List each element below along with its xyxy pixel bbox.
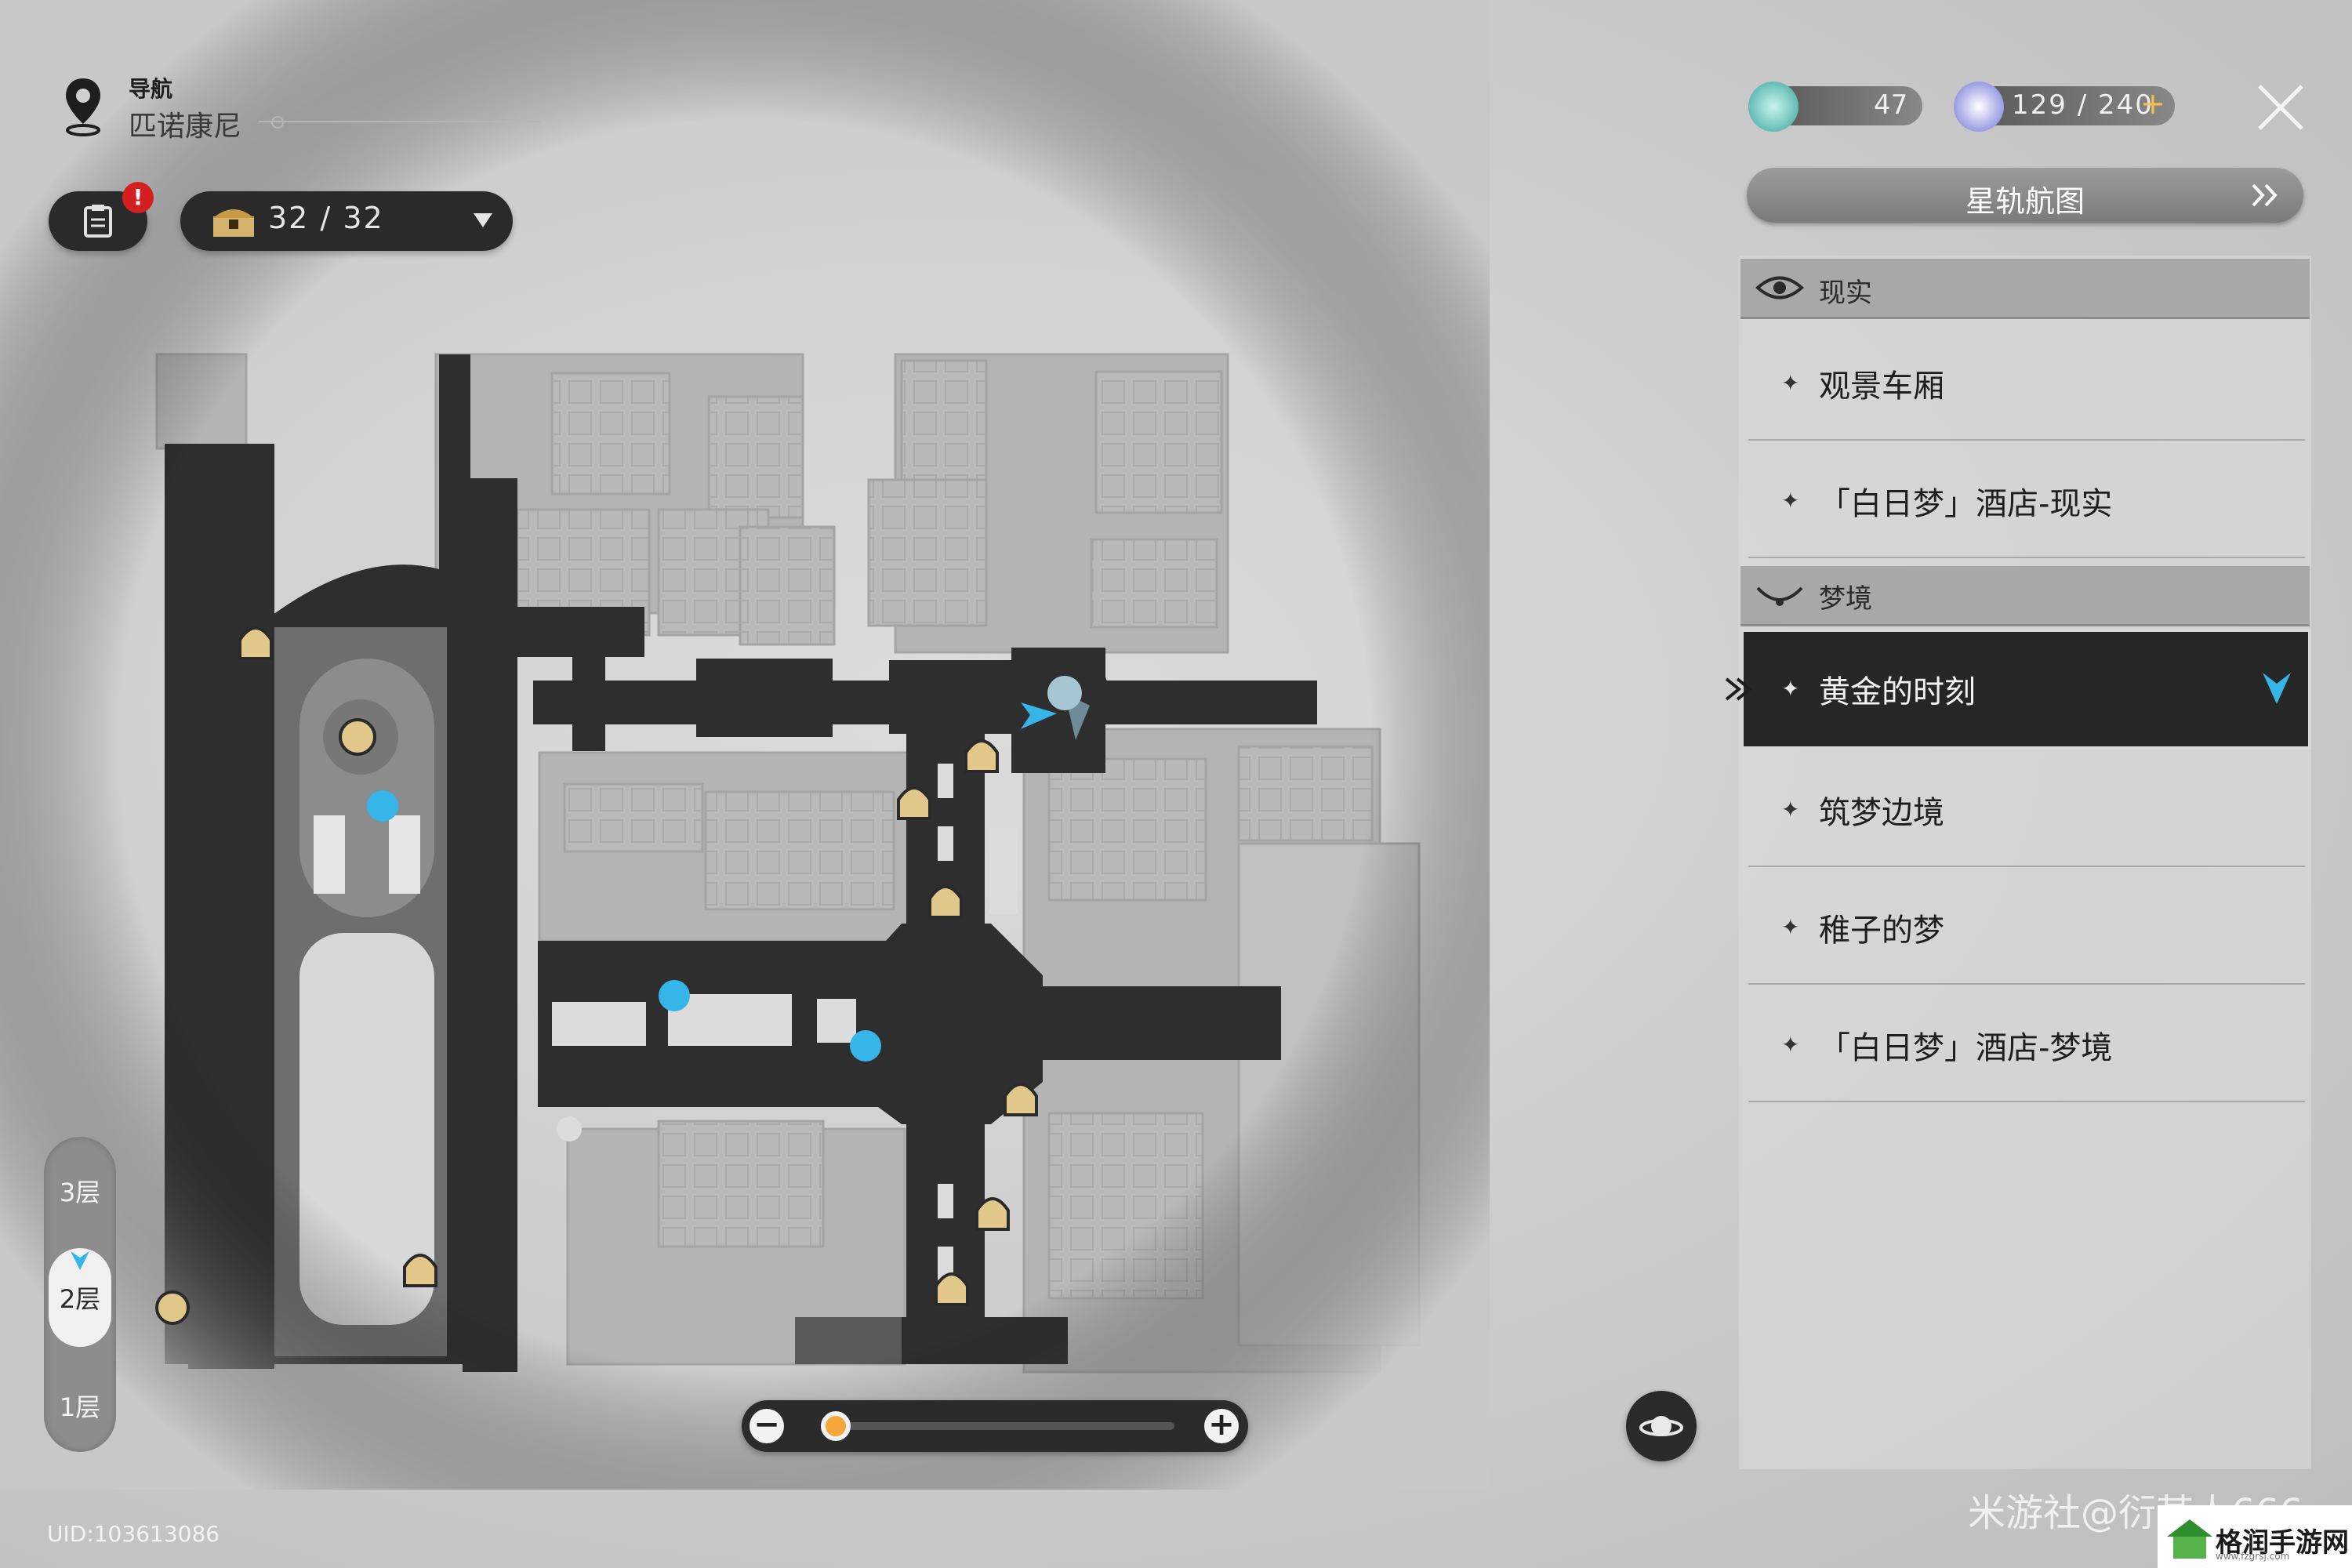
trailblaze-power-counter[interactable] (1976, 86, 2175, 125)
treasure-chest-filter[interactable] (180, 191, 513, 251)
treasure-chest-icon (213, 209, 254, 237)
zoom-slider-handle[interactable] (820, 1411, 851, 1441)
location-label: 「白日梦」酒店-梦境 (1819, 1030, 2113, 1066)
current-location: 匹诺康尼 (129, 111, 242, 143)
world-switch-button[interactable] (1626, 1391, 1697, 1461)
site-logo-icon (2167, 1519, 2212, 1559)
location-item-hotel-reality[interactable] (1748, 441, 2305, 558)
current-location-icon (2263, 673, 2291, 704)
selection-arrow-icon (1725, 677, 1753, 701)
site-logo-box (2158, 1505, 2352, 1568)
location-label: 筑梦边境 (1819, 795, 1944, 831)
star-icon: ✦ (1781, 676, 1800, 702)
planet-icon (1639, 1416, 1683, 1436)
site-url: www.fzgrsj.com (2216, 1551, 2290, 1562)
double-chevron-right-icon (2252, 183, 2278, 207)
add-power-button[interactable]: + (2140, 86, 2165, 121)
quest-alert-badge: ! (122, 182, 154, 213)
poi-markers (155, 626, 1038, 1325)
chest-count: 32 / 32 (268, 201, 384, 235)
zoom-out-button[interactable]: − (750, 1409, 784, 1443)
closed-eye-icon (1756, 586, 1803, 606)
zoom-slider-track[interactable] (829, 1422, 1174, 1430)
star-icon: ✦ (1781, 370, 1800, 396)
star-icon: ✦ (1781, 914, 1800, 940)
star-rail-map-label: 星轨航图 (1965, 184, 2085, 219)
location-label: 稚子的梦 (1819, 913, 1944, 949)
section-reality-label: 现实 (1819, 278, 1872, 309)
location-item-golden-hour-selected[interactable] (1740, 629, 2311, 750)
star-icon: ✦ (1781, 488, 1800, 514)
location-label: 「白日梦」酒店-现实 (1819, 486, 2113, 522)
location-label: 观景车厢 (1819, 368, 1944, 405)
floor-3-button[interactable]: 3层 (59, 1178, 101, 1207)
power-value: 129 / 240 (2012, 89, 2154, 121)
location-label: 黄金的时刻 (1819, 674, 1976, 710)
map-pin-icon (66, 78, 100, 136)
section-dream-header (1740, 566, 2310, 626)
trailblaze-fuel-icon (1748, 82, 1798, 132)
nav-label: 导航 (129, 76, 173, 102)
eye-icon (1755, 276, 1805, 299)
trailblaze-power-icon (1954, 82, 2004, 132)
location-item-hotel-dream[interactable] (1748, 985, 2305, 1102)
location-item-dream-frontier[interactable] (1748, 750, 2305, 867)
fuel-value: 47 (1874, 89, 1908, 121)
star-icon: ✦ (1781, 1032, 1800, 1058)
star-icon: ✦ (1781, 797, 1800, 822)
clipboard-icon (84, 205, 112, 238)
close-icon[interactable] (2255, 82, 2307, 133)
current-floor-indicator-icon (71, 1251, 89, 1270)
player-uid: UID:103613086 (47, 1521, 220, 1547)
zoom-in-button[interactable]: + (1204, 1409, 1239, 1443)
floor-2-label: 2层 (59, 1284, 101, 1314)
section-reality-header (1740, 259, 2310, 319)
nav-divider (259, 121, 541, 122)
chevron-down-icon (474, 213, 492, 227)
player-location-marker (1021, 676, 1090, 740)
location-item-childs-dream[interactable] (1748, 867, 2305, 985)
teleport-markers (367, 790, 881, 1062)
location-panel (1739, 256, 2311, 1469)
location-item-observation-car[interactable] (1748, 323, 2305, 441)
site-name: 格润手游网 (2216, 1527, 2349, 1559)
nav-divider-dot (271, 116, 284, 129)
section-dream-label: 梦境 (1819, 583, 1872, 615)
floor-1-button[interactable]: 1层 (59, 1392, 101, 1422)
star-rail-map-button[interactable] (1747, 168, 2303, 223)
